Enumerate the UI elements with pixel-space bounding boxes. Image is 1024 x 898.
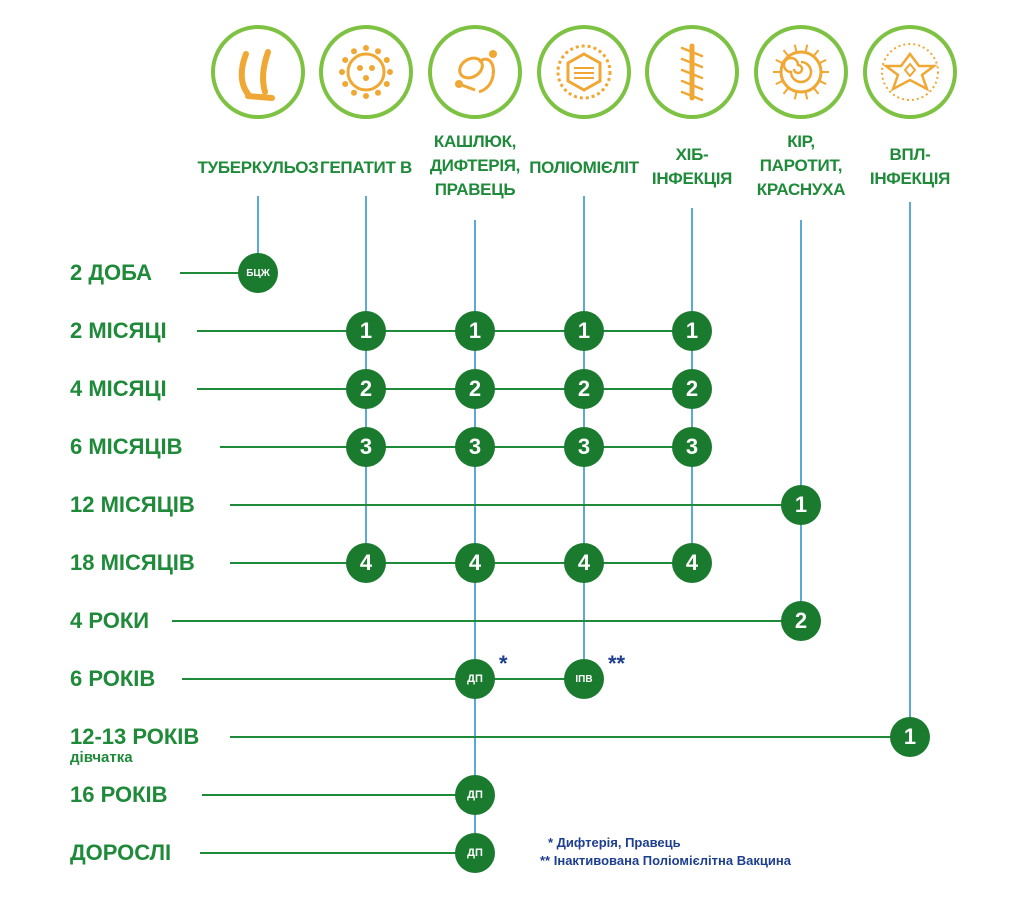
dose-marker: БЦЖ (238, 253, 278, 293)
row-label: 6 МІСЯЦІВ (70, 434, 183, 459)
row-label: 2 МІСЯЦІ (70, 318, 167, 343)
column-label-mmr: КІР, ПАРОТИТ, КРАСНУХА (756, 132, 846, 199)
dose-marker: 1 (564, 311, 604, 351)
measles-icon (753, 24, 849, 120)
column-label-tb: ТУБЕРКУЛЬОЗ (197, 158, 319, 177)
row-line (230, 736, 910, 738)
footnote-mark: * (499, 651, 508, 676)
dose-marker: ДП (455, 775, 495, 815)
dose-marker: 4 (672, 543, 712, 583)
row-label: 4 РОКИ (70, 608, 150, 633)
dose-marker: 4 (455, 543, 495, 583)
dose-marker: 2 (564, 369, 604, 409)
row-label: 6 РОКІВ (70, 666, 156, 691)
row-label: 2 ДОБА (70, 260, 152, 285)
hepatitis-b-icon (318, 24, 414, 120)
dose-marker: 2 (455, 369, 495, 409)
dose-marker: 1 (890, 717, 930, 757)
column-label-polio: ПОЛІОМІЄЛІТ (529, 158, 639, 177)
dose-marker: 3 (672, 427, 712, 467)
row-line (180, 272, 258, 274)
dose-marker: 2 (346, 369, 386, 409)
column-stem (800, 220, 802, 621)
dose-marker: ДП (455, 833, 495, 873)
column-label-dtp: КАШЛЮК, ДИФТЕРІЯ, ПРАВЕЦЬ (429, 132, 521, 199)
dose-marker: 1 (346, 311, 386, 351)
row-line (197, 330, 692, 332)
column-stem (474, 220, 476, 853)
pertussis-icon (427, 24, 523, 120)
dose-marker: 3 (564, 427, 604, 467)
dose-marker: ДП (455, 659, 495, 699)
row-line (172, 620, 801, 622)
poliovirus-icon (536, 24, 632, 120)
column-label-hib: ХІБ- ІНФЕКЦІЯ (651, 145, 733, 188)
column-stem (257, 196, 259, 273)
column-label-hepb: ГЕПАТИТ В (320, 158, 412, 177)
footnote-mark: ** (608, 651, 626, 676)
footnote: ** Інактивована Поліомієлітна Вакцина (540, 853, 791, 868)
row-label: 12 МІСЯЦІВ (70, 492, 195, 517)
column-stem (909, 202, 911, 737)
row-label: ДОРОСЛІ (70, 840, 172, 865)
row-line (230, 504, 801, 506)
row-line (197, 388, 692, 390)
dose-marker: 1 (672, 311, 712, 351)
dose-marker: 3 (455, 427, 495, 467)
tuberculosis-icon (210, 24, 306, 120)
dose-marker: 4 (346, 543, 386, 583)
dose-marker: 4 (564, 543, 604, 583)
dose-marker: 2 (672, 369, 712, 409)
row-label: 18 МІСЯЦІВ (70, 550, 195, 575)
row-label: 16 РОКІВ (70, 782, 168, 807)
column-label-hpv: ВПЛ- ІНФЕКЦІЯ (869, 145, 951, 188)
dose-marker: ІПВ (564, 659, 604, 699)
dose-marker: 1 (781, 485, 821, 525)
dose-marker: 3 (346, 427, 386, 467)
row-line (182, 678, 584, 680)
dose-marker: 1 (455, 311, 495, 351)
row-line (202, 794, 475, 796)
hib-icon (644, 24, 740, 120)
row-sublabel: дівчатка (70, 749, 133, 766)
row-line (200, 852, 475, 854)
hpv-icon (862, 24, 958, 120)
row-label: 12-13 РОКІВ (70, 724, 200, 749)
dose-marker: 2 (781, 601, 821, 641)
row-label: 4 МІСЯЦІ (70, 376, 167, 401)
footnote: * Дифтерія, Правець (548, 835, 681, 850)
